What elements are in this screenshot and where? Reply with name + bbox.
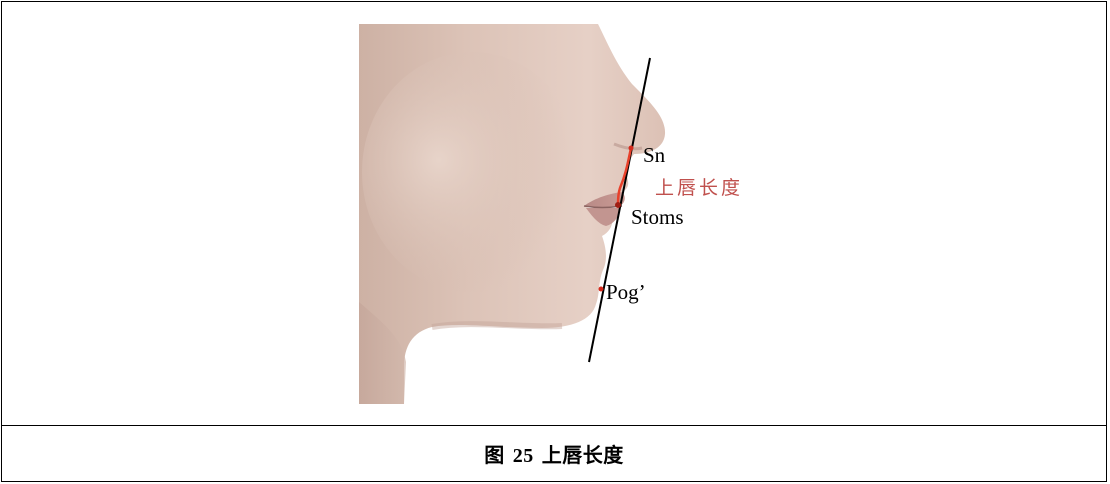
- label-sn: Sn: [643, 143, 666, 167]
- caption-prefix: 图: [484, 443, 505, 467]
- caption-number: 25: [513, 445, 534, 467]
- figure-image-cell: Sn 上唇长度 Stoms Pog’: [2, 2, 1106, 425]
- label-pog: Pog’: [606, 280, 646, 304]
- landmark-pog-point: [599, 287, 604, 292]
- face-profile-diagram: Sn 上唇长度 Stoms Pog’: [2, 2, 1106, 425]
- caption-cell: 图 25 上唇长度: [2, 426, 1106, 481]
- landmark-stoms-point: [615, 202, 621, 208]
- figure-caption: 图 25 上唇长度: [484, 439, 624, 468]
- label-stoms: Stoms: [631, 205, 684, 229]
- caption-title: 上唇长度: [542, 443, 624, 467]
- landmark-sn-point: [629, 146, 634, 151]
- label-upper-lip-length: 上唇长度: [655, 177, 743, 199]
